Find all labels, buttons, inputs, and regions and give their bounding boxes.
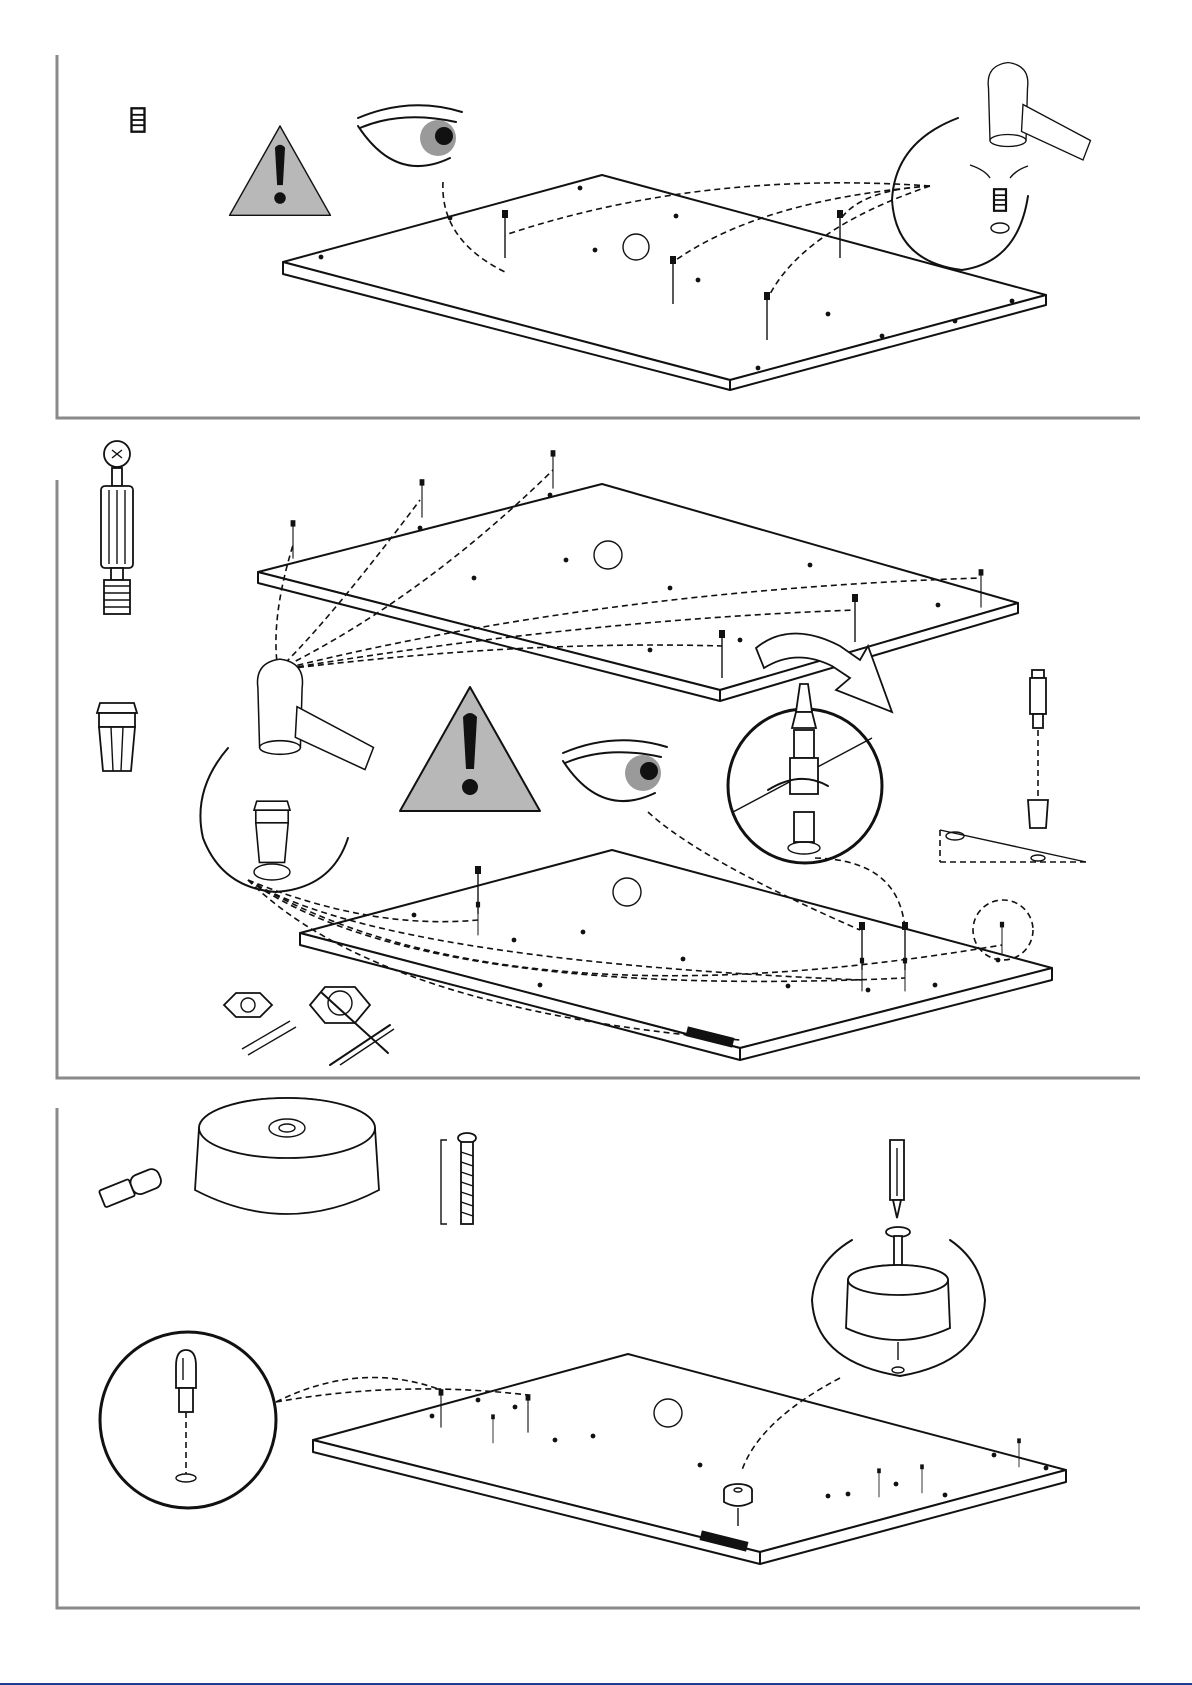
panel-board [283, 175, 1046, 390]
hammer-detail [200, 659, 373, 892]
hammer-icon [988, 63, 1090, 161]
expansion-insert-part [97, 703, 137, 771]
eye-icon [563, 740, 667, 801]
upper-panel-board [258, 450, 1018, 701]
hammer-icon [258, 659, 374, 770]
warning-icon [230, 126, 331, 215]
screwdriver-icon [890, 1140, 904, 1218]
cam-section-detail [940, 670, 1086, 862]
step-3 [98, 1098, 1066, 1564]
screwdriver-detail [728, 684, 882, 863]
screw-part [441, 1133, 476, 1224]
nut-correct-icon [224, 993, 296, 1055]
hammer-detail [892, 63, 1091, 271]
eye-icon [358, 105, 462, 166]
shelf-pin-part [98, 1167, 163, 1209]
shelf-pin-detail [100, 1332, 276, 1508]
warning-icon [400, 687, 540, 811]
nut-incorrect-icon [310, 987, 394, 1065]
screwdriver-icon [792, 684, 816, 728]
step-2 [97, 441, 1086, 1065]
step-1 [132, 63, 1091, 391]
cam-bolt-part [101, 441, 133, 614]
lower-panel-board [300, 850, 1052, 1060]
foot-screw-detail [812, 1140, 985, 1376]
round-foot-part [195, 1098, 379, 1214]
cam-nut-insert-part [132, 108, 145, 131]
